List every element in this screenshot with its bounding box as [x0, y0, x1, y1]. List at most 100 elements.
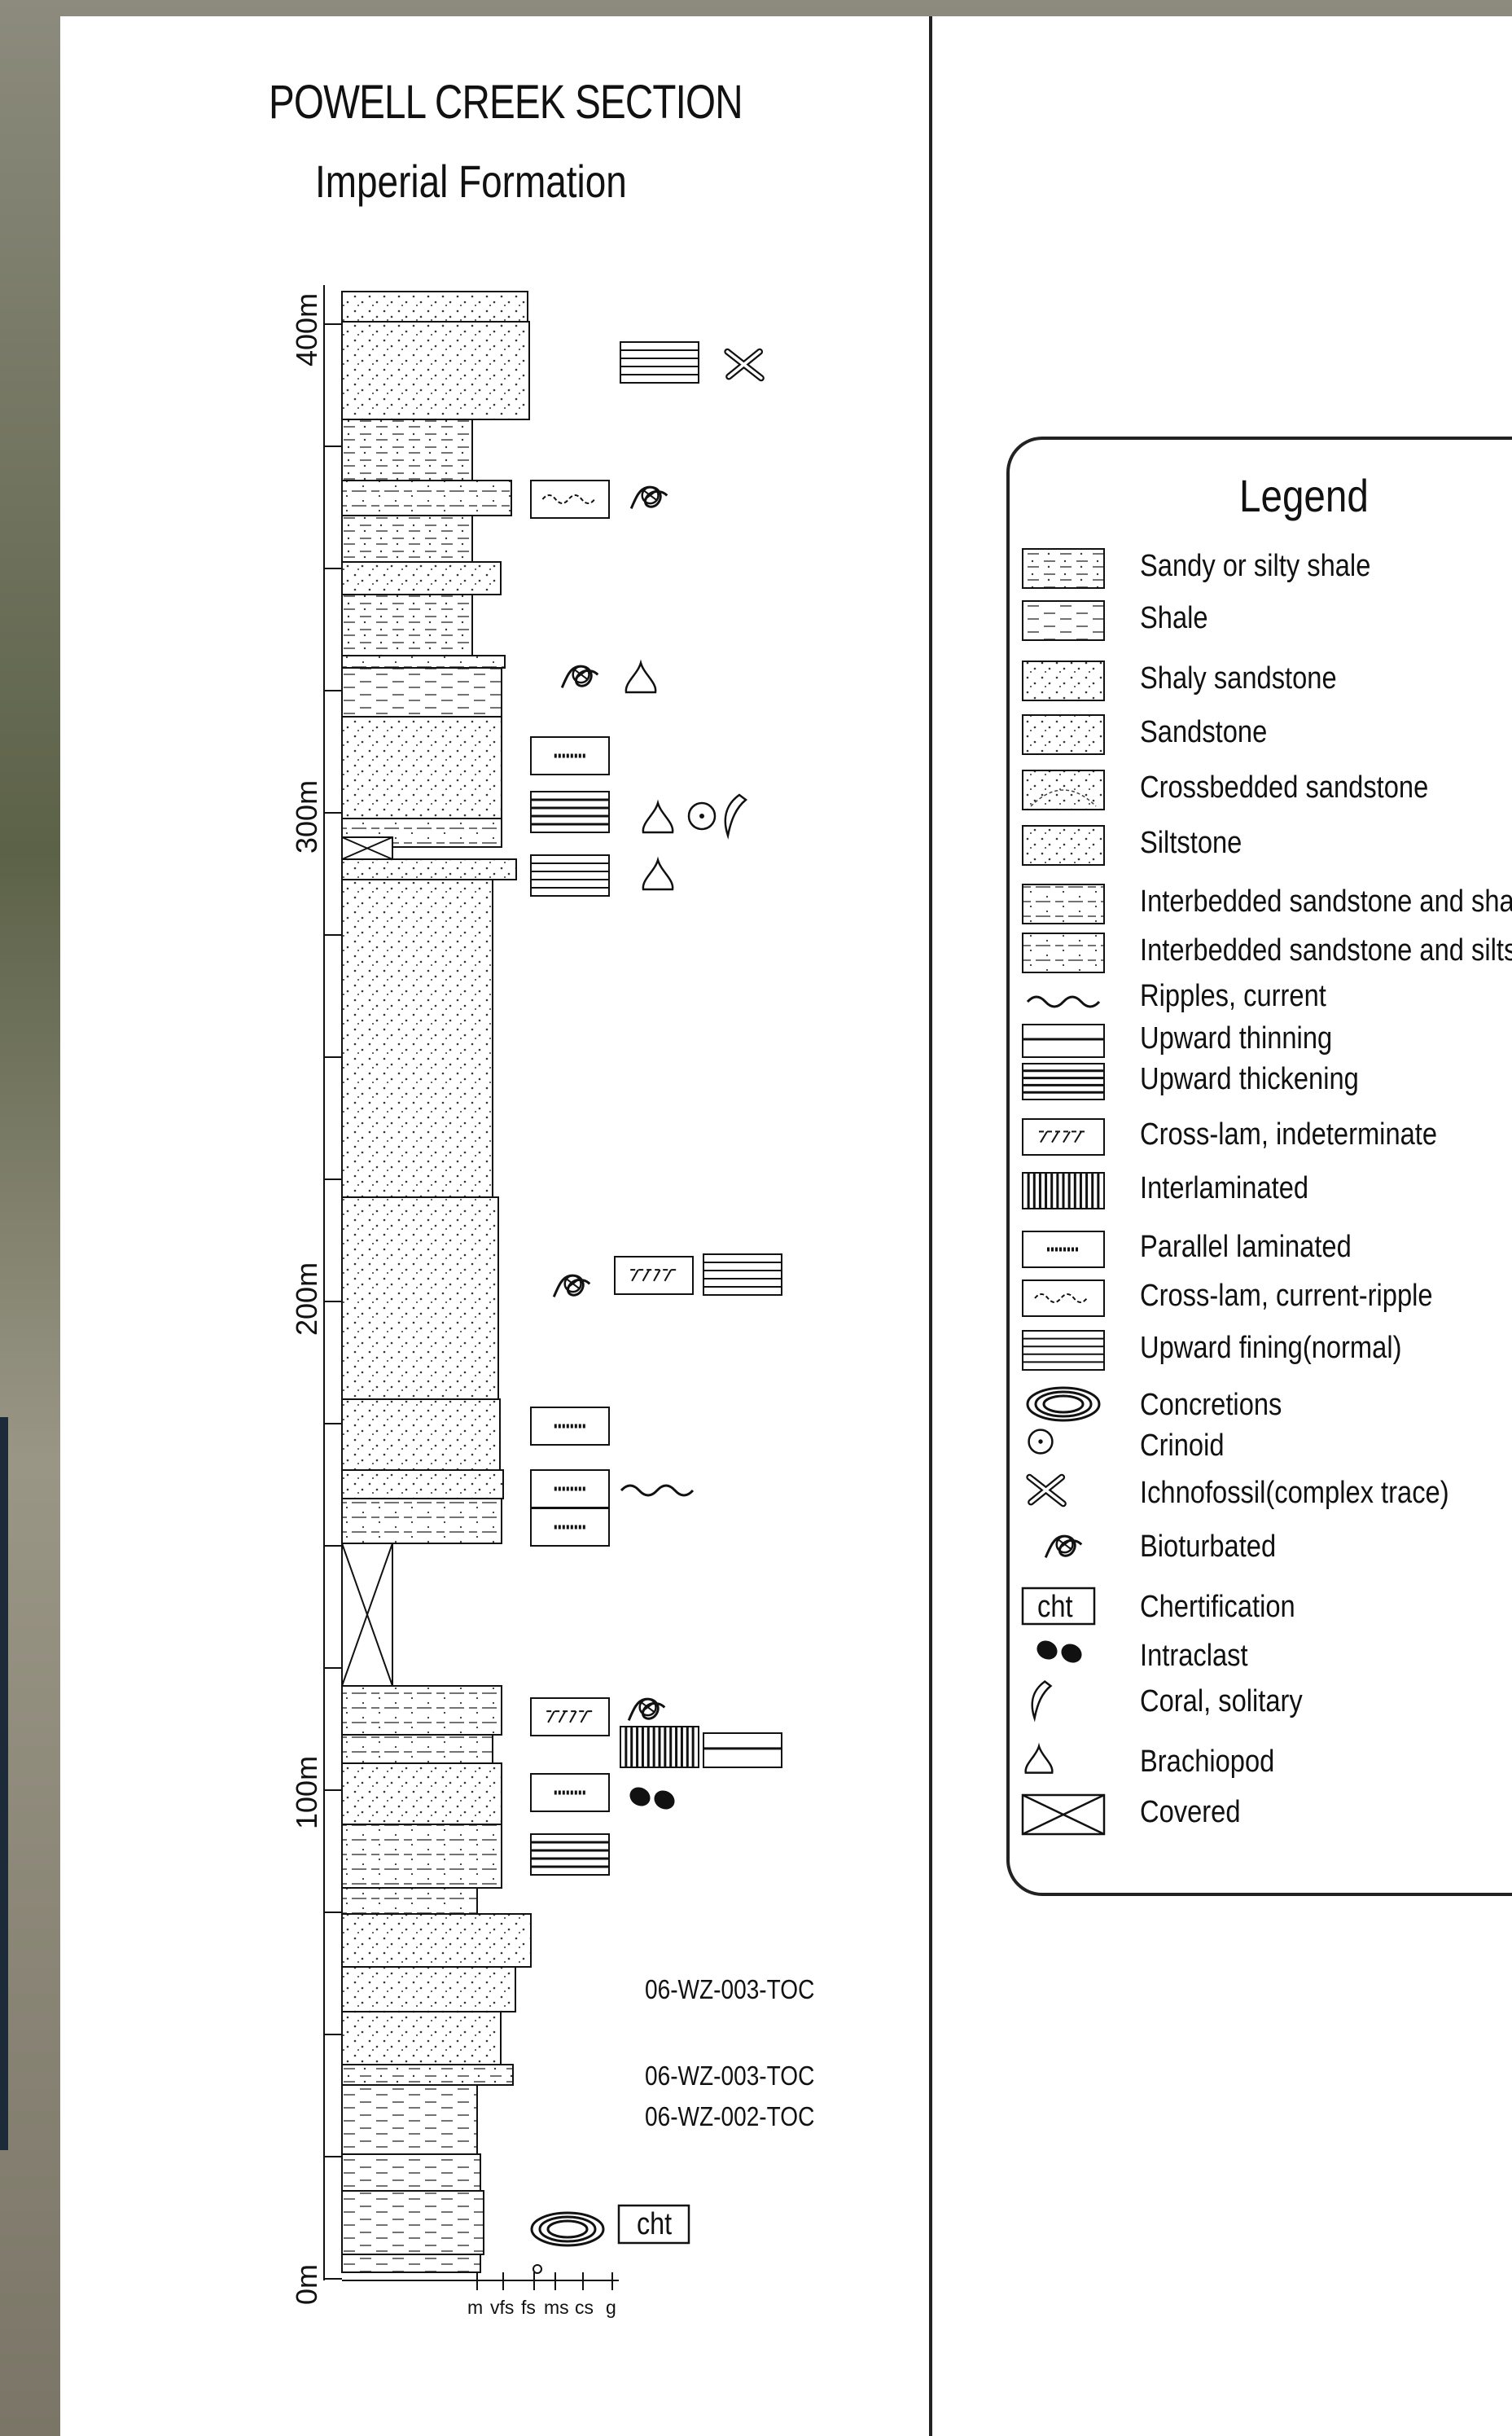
brachiopod-icon [1024, 1742, 1054, 1774]
siltstone-swatch [1022, 825, 1105, 866]
bed-17 [341, 1196, 499, 1400]
legend-item-label: Upward thinning [1140, 1021, 1333, 1056]
col-parallel-laminated-1 [530, 736, 610, 775]
col-ripple-1 [620, 1484, 695, 1497]
bed-27 [341, 480, 512, 516]
legend-item-label: Parallel laminated [1140, 1230, 1352, 1264]
bed-9 [341, 1887, 478, 1915]
bed-29 [341, 321, 530, 420]
legend-item-label: Chertification [1140, 1590, 1295, 1624]
grain-size-g: g [606, 2297, 616, 2318]
bed-22 [341, 667, 502, 718]
col-bioturbated-2 [560, 665, 599, 688]
col-brachiopod-1 [625, 659, 657, 694]
crossbedded-sandstone-swatch [1022, 770, 1105, 810]
bed-15 [341, 1469, 504, 1499]
col-upward-fining-2 [530, 854, 610, 897]
legend-item-label: Covered [1140, 1795, 1241, 1829]
shale-swatch [1022, 600, 1105, 641]
interlaminated-icon [1022, 1172, 1105, 1209]
col-concretion-1 [530, 2211, 605, 2247]
bed-19 [341, 858, 517, 880]
covered-icon [1021, 1793, 1106, 1836]
bed-18 [341, 879, 493, 1198]
sandstone-swatch [1022, 714, 1105, 755]
col-brachiopod-3 [642, 856, 674, 891]
intraclast-icon [1036, 1640, 1082, 1663]
ripple-icon [1026, 995, 1101, 1008]
legend-item-label: Concretions [1140, 1388, 1282, 1422]
legend-item-label: Interbedded sandstone and siltstone [1140, 933, 1512, 968]
bed-26 [341, 515, 473, 563]
legend-item-label: Ripples, current [1140, 979, 1326, 1013]
col-interlaminated-1 [620, 1726, 699, 1768]
ichnofossil-icon [1026, 1473, 1067, 1508]
legend-item-label: Shaly sandstone [1140, 661, 1337, 696]
bed-6 [341, 2011, 502, 2065]
bed-8 [341, 1913, 532, 1968]
col-upward-fining-1 [620, 341, 699, 384]
covered-cross-b-1 [341, 1543, 393, 1687]
depth-tick-200: 200m [290, 1262, 323, 1336]
col-intraclast-1 [629, 1787, 675, 1810]
coral-icon [1031, 1680, 1053, 1723]
bed-28 [341, 419, 473, 481]
bed-4 [341, 2084, 478, 2155]
bed-2 [341, 2190, 484, 2255]
shaly-sandstone-swatch [1022, 661, 1105, 701]
col-bioturbated-1 [629, 485, 668, 509]
upward-thickening-icon [1022, 1063, 1105, 1100]
legend-item-label: Upward thickening [1140, 1062, 1359, 1096]
bed-24 [341, 594, 473, 656]
col-parallel-laminated-2 [530, 1407, 610, 1446]
grain-size-cs: cs [575, 2297, 594, 2318]
grain-size-vfs: vfs [490, 2297, 515, 2318]
legend-item-label: Sandy or silty shale [1140, 549, 1371, 583]
sample-label-3: 06-WZ-002-TOC [645, 2101, 815, 2131]
col-bioturbated-4 [627, 1697, 666, 1721]
bed-25 [341, 561, 502, 595]
crinoid-icon [1028, 1429, 1054, 1455]
legend-item-label: Bioturbated [1140, 1530, 1277, 1564]
sample-label-2: 06-WZ-003-TOC [645, 2061, 815, 2091]
col-crinoid-1 [687, 801, 717, 831]
concretion-icon [1026, 1386, 1101, 1422]
covered-cross-b-2 [341, 836, 393, 860]
sample-label-1: 06-WZ-003-TOC [645, 1974, 815, 2004]
grain-size-fs: fs [521, 2297, 536, 2318]
legend-title: Legend [1239, 470, 1369, 521]
legend-item-label: Sandstone [1140, 715, 1268, 749]
bed-23 [341, 655, 506, 669]
col-cross-lam-ripple-1 [530, 480, 610, 519]
legend-item-label: Interlaminated [1140, 1171, 1309, 1205]
bed-21 [341, 716, 502, 819]
interbedded-sand-silt-swatch [1022, 933, 1105, 973]
chert-icon [1021, 1587, 1096, 1626]
col-chert-box [617, 2204, 690, 2245]
col-parallel-laminated-4 [530, 1508, 610, 1547]
bed-16 [341, 1398, 501, 1471]
chert-box-label: cht [637, 2207, 673, 2241]
section-title: POWELL CREEK SECTION [269, 76, 743, 129]
bed-5 [341, 2064, 514, 2086]
depth-tick-400: 400m [290, 292, 323, 366]
legend-item-label: Siltstone [1140, 826, 1242, 860]
bed-3 [341, 2153, 481, 2192]
legend-item-label: Cross-lam, current-ripple [1140, 1279, 1433, 1313]
bed-12 [341, 1734, 493, 1764]
grain-size-m: m [467, 2297, 484, 2318]
upward-fining-icon [1022, 1330, 1105, 1371]
bed-1 [341, 2254, 481, 2273]
interbedded-sand-shale-swatch [1022, 884, 1105, 924]
col-upward-thinning-1 [703, 1732, 782, 1768]
depth-tick-100: 100m [290, 1755, 323, 1829]
cross-lam-ripple-icon [1022, 1279, 1105, 1317]
grain-axis-marker [532, 2264, 542, 2274]
stratigraphic-column [323, 285, 782, 2290]
bed-7 [341, 1966, 516, 2012]
depth-tick-300: 300m [290, 779, 323, 854]
legend-item-label: Upward fining(normal) [1140, 1331, 1402, 1365]
bed-14 [341, 1498, 502, 1544]
bed-30 [341, 291, 528, 323]
legend-item-label: Coral, solitary [1140, 1684, 1303, 1718]
